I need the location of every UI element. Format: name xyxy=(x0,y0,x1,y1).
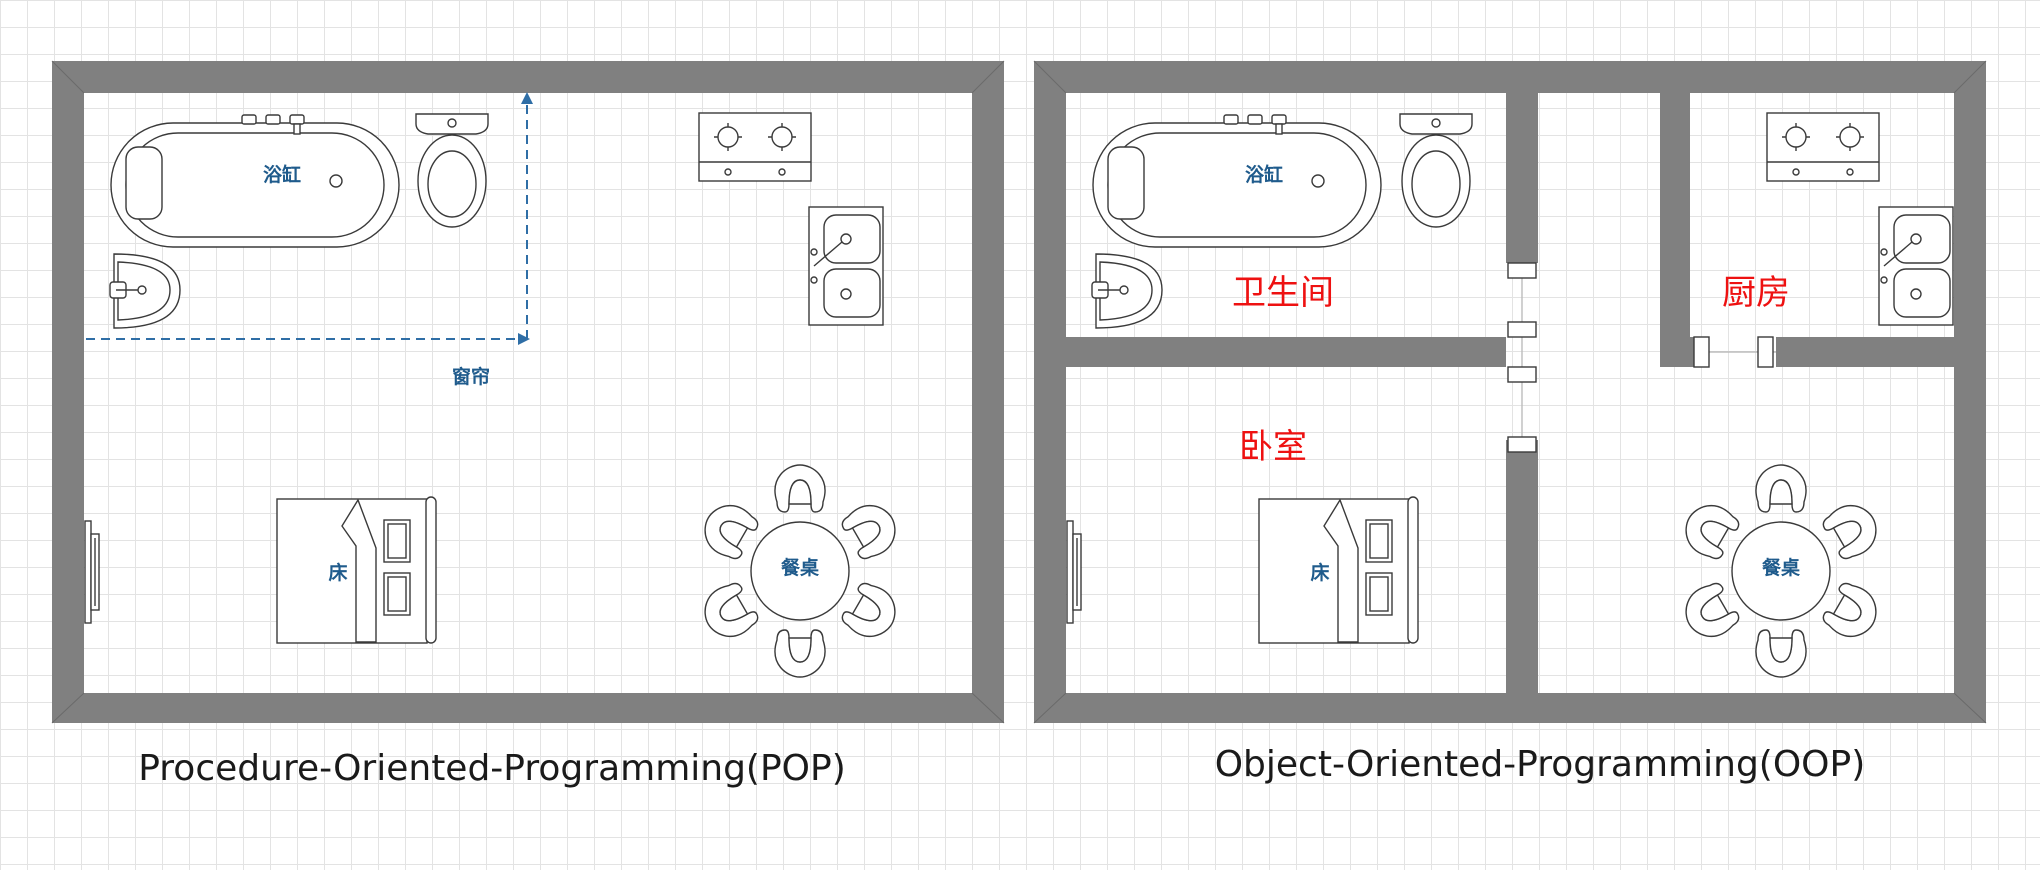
pop-floor-plan: 浴缸 窗帘 床 餐桌 Procedure-Oriented-Programmin… xyxy=(51,60,1005,789)
pop-dining-table xyxy=(750,521,850,621)
oop-window xyxy=(1066,520,1082,624)
oop-bed xyxy=(1258,496,1419,644)
pop-wash-basin xyxy=(109,253,181,329)
oop-toilet xyxy=(1399,113,1473,228)
pop-window xyxy=(84,520,100,624)
dining-chair xyxy=(695,495,763,564)
kitchen-door-marker xyxy=(1757,336,1774,368)
oop-dining-set xyxy=(1676,464,1886,678)
oop-bathtub xyxy=(1092,114,1382,248)
oop-double-sink xyxy=(1878,206,1954,326)
pop-stove xyxy=(698,112,812,182)
oop-bathtub-label: 浴缸 xyxy=(1245,163,1283,186)
dining-chair xyxy=(837,578,905,647)
room-label-bedroom: 卧室 xyxy=(1239,427,1307,467)
dining-chair xyxy=(774,629,826,678)
pop-bed-label: 床 xyxy=(328,561,347,584)
bedroom-door-marker xyxy=(1507,436,1537,453)
pop-bathtub xyxy=(110,114,400,248)
dining-chair xyxy=(1818,578,1886,647)
room-label-kitchen: 厨房 xyxy=(1722,273,1790,313)
oop-bed-label: 床 xyxy=(1310,561,1329,584)
dining-chair xyxy=(1755,629,1807,678)
room-label-bathroom: 卫生间 xyxy=(1232,273,1334,313)
oop-stove xyxy=(1766,112,1880,182)
pop-dining-set xyxy=(695,464,905,678)
pop-toilet xyxy=(415,113,489,228)
dining-chair xyxy=(1676,495,1744,564)
dining-chair xyxy=(1676,578,1744,647)
oop-floor-plan: 浴缸 床 餐桌 卫生间 厨房 卧室 Object-Oriented-Progra… xyxy=(1033,60,1987,785)
dining-chair xyxy=(774,464,826,513)
oop-dining-table-label: 餐桌 xyxy=(1762,556,1800,579)
pop-caption: Procedure-Oriented-Programming(POP) xyxy=(138,748,846,789)
dining-chair xyxy=(837,495,905,564)
arrow-up-icon xyxy=(521,92,533,104)
oop-caption: Object-Oriented-Programming(OOP) xyxy=(1215,744,1866,785)
oop-doors xyxy=(1507,262,1776,453)
oop-wash-basin xyxy=(1091,253,1163,329)
pop-double-sink xyxy=(808,206,884,326)
dining-chair xyxy=(1755,464,1807,513)
bedroom-door-marker xyxy=(1507,366,1537,383)
pop-curtain-label: 窗帘 xyxy=(452,365,490,388)
pop-bathtub-label: 浴缸 xyxy=(263,163,301,186)
bathroom-door-marker xyxy=(1507,262,1537,279)
arrow-right-icon xyxy=(518,333,530,345)
dining-chair xyxy=(1818,495,1886,564)
bathroom-door-marker xyxy=(1507,321,1537,338)
pop-dining-table-label: 餐桌 xyxy=(781,556,819,579)
pop-curtain-guide xyxy=(86,100,528,340)
oop-walls xyxy=(1034,61,1986,723)
oop-dining-table xyxy=(1731,521,1831,621)
dining-chair xyxy=(695,578,763,647)
kitchen-door-marker xyxy=(1693,336,1710,368)
pop-bed xyxy=(276,496,437,644)
